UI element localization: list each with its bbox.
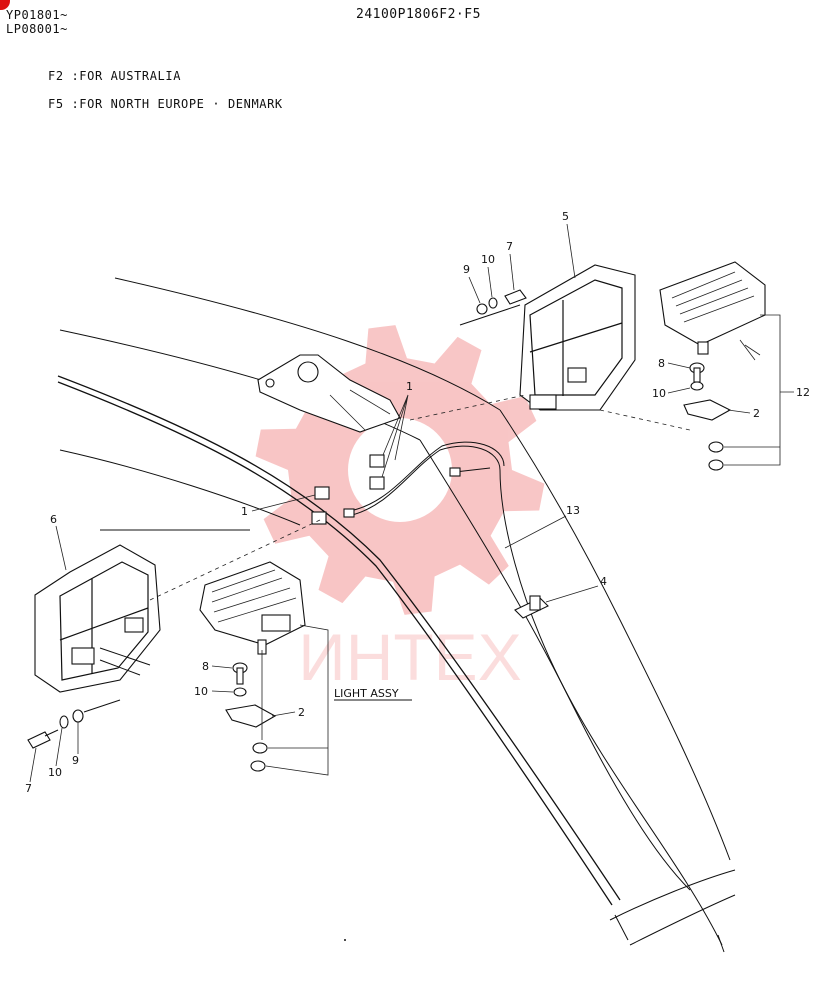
note-f2: F2 :FOR AUSTRALIA xyxy=(48,69,182,83)
work-light-upper xyxy=(659,261,766,361)
serial-range-1: YP01801~ xyxy=(6,8,68,22)
callout-1-top: 1 xyxy=(406,380,413,393)
light-bracket-lower xyxy=(225,650,277,772)
callout-9-lower: 9 xyxy=(72,754,79,767)
upper-fasteners xyxy=(459,289,527,326)
diagram-code: 24100P1806F2·F5 xyxy=(356,7,481,22)
corner-badge xyxy=(0,0,10,10)
callout-8-upper: 8 xyxy=(658,357,665,370)
callout-7-upper: 7 xyxy=(506,240,513,253)
callout-2-upper: 2 xyxy=(753,407,760,420)
callout-9-upper: 9 xyxy=(463,263,470,276)
clip-parts xyxy=(311,454,385,525)
callout-10-right: 10 xyxy=(652,387,666,400)
callout-6: 6 xyxy=(50,513,57,526)
watermark-text: ИНТЕХ xyxy=(298,620,521,694)
callout-12: 12 xyxy=(796,386,810,399)
callout-1-left: 1 xyxy=(241,505,248,518)
callout-8-lower: 8 xyxy=(202,660,209,673)
callout-10-lower-right: 10 xyxy=(194,685,208,698)
lower-fasteners xyxy=(27,699,121,749)
callout-13: 13 xyxy=(566,504,580,517)
boom-bracket xyxy=(257,354,401,433)
callout-2-lower: 2 xyxy=(298,706,305,719)
clamp-part xyxy=(514,595,549,619)
note-f5: F5 :FOR NORTH EUROPE · DENMARK xyxy=(48,97,283,111)
light-assy-label: LIGHT ASSY xyxy=(334,687,399,700)
light-guard-lower xyxy=(34,544,161,693)
work-light-lower xyxy=(199,561,306,655)
light-assy-bracket-line xyxy=(265,624,329,776)
callout-4: 4 xyxy=(600,575,607,588)
light-bracket-upper xyxy=(683,362,732,471)
callout-10-lower: 10 xyxy=(48,766,62,779)
callout-7-lower: 7 xyxy=(25,782,32,795)
callout-5: 5 xyxy=(562,210,569,223)
wire-harness xyxy=(343,441,725,953)
serial-range-2: LP08001~ xyxy=(6,22,68,36)
callout-10-upper: 10 xyxy=(481,253,495,266)
light-guard-upper xyxy=(519,264,636,411)
